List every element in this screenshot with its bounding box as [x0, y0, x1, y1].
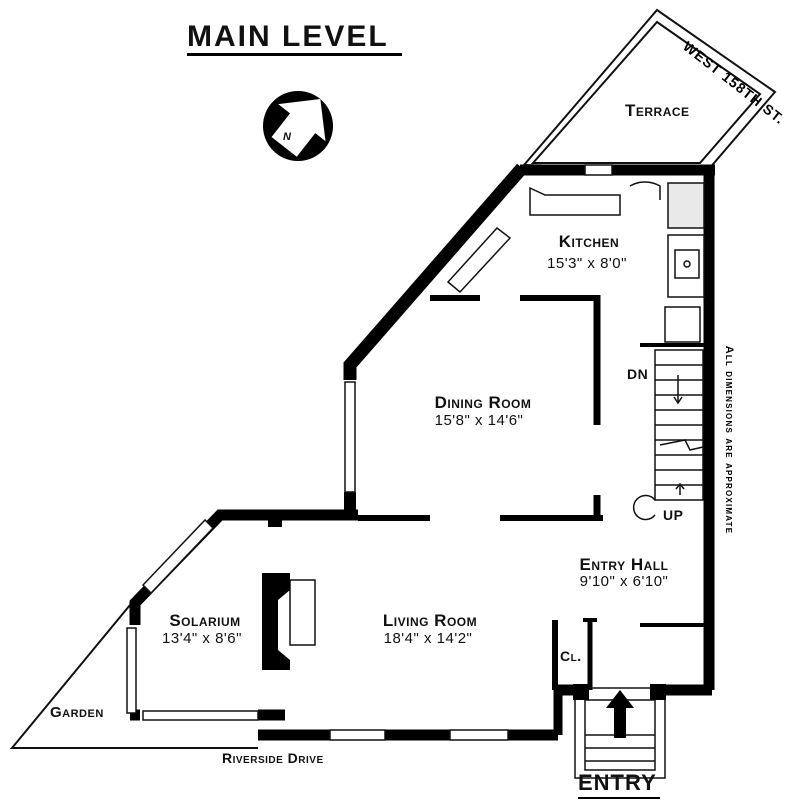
stairs-down-label: DN	[627, 366, 649, 382]
north-arrow-icon	[271, 98, 326, 157]
dimensions-note: All dimensions are approximate	[723, 345, 735, 535]
exterior-walls	[129, 163, 715, 741]
room-dims-dining: 15'8" x 14'6"	[434, 412, 524, 429]
terrace-label: Terrace	[625, 101, 690, 120]
garden-label: Garden	[50, 704, 104, 721]
entry-label: ENTRY	[578, 770, 657, 795]
south-windows	[329, 729, 509, 741]
room-name-dining: Dining Room	[434, 393, 532, 412]
garden-outline	[9, 604, 258, 749]
entry-door-jamb-right	[650, 684, 666, 700]
closet-label: Cl.	[560, 648, 582, 664]
dining-window	[344, 381, 356, 493]
room-dims-kitchen: 15'3" x 8'0"	[547, 255, 627, 272]
entry-door-jamb-left	[573, 684, 589, 700]
room-name-entry-hall: Entry Hall	[579, 555, 669, 574]
fireplace	[262, 573, 316, 670]
room-dims-entry-hall: 9'10" x 6'10"	[579, 573, 669, 590]
solarium-windows	[126, 518, 259, 721]
page-title: MAIN LEVEL	[187, 20, 389, 53]
room-name-kitchen: Kitchen	[558, 232, 620, 251]
staircase	[632, 349, 704, 521]
interior-walls	[268, 295, 709, 690]
room-dims-solarium: 13'4" x 8'6"	[162, 630, 242, 647]
compass	[263, 91, 333, 161]
title-underline	[187, 53, 402, 56]
kitchen-window	[584, 164, 613, 176]
room-name-solarium: Solarium	[169, 611, 241, 630]
street-south-label: Riverside Drive	[222, 750, 324, 766]
room-name-living: Living Room	[382, 611, 478, 630]
room-dims-living: 18'4" x 14'2"	[383, 630, 473, 647]
entry-underline	[578, 797, 660, 799]
kitchen-fixtures	[446, 181, 705, 343]
stairs-up-label: UP	[663, 507, 684, 523]
entry-arrow-icon	[606, 690, 634, 738]
compass-label: N	[283, 131, 291, 143]
